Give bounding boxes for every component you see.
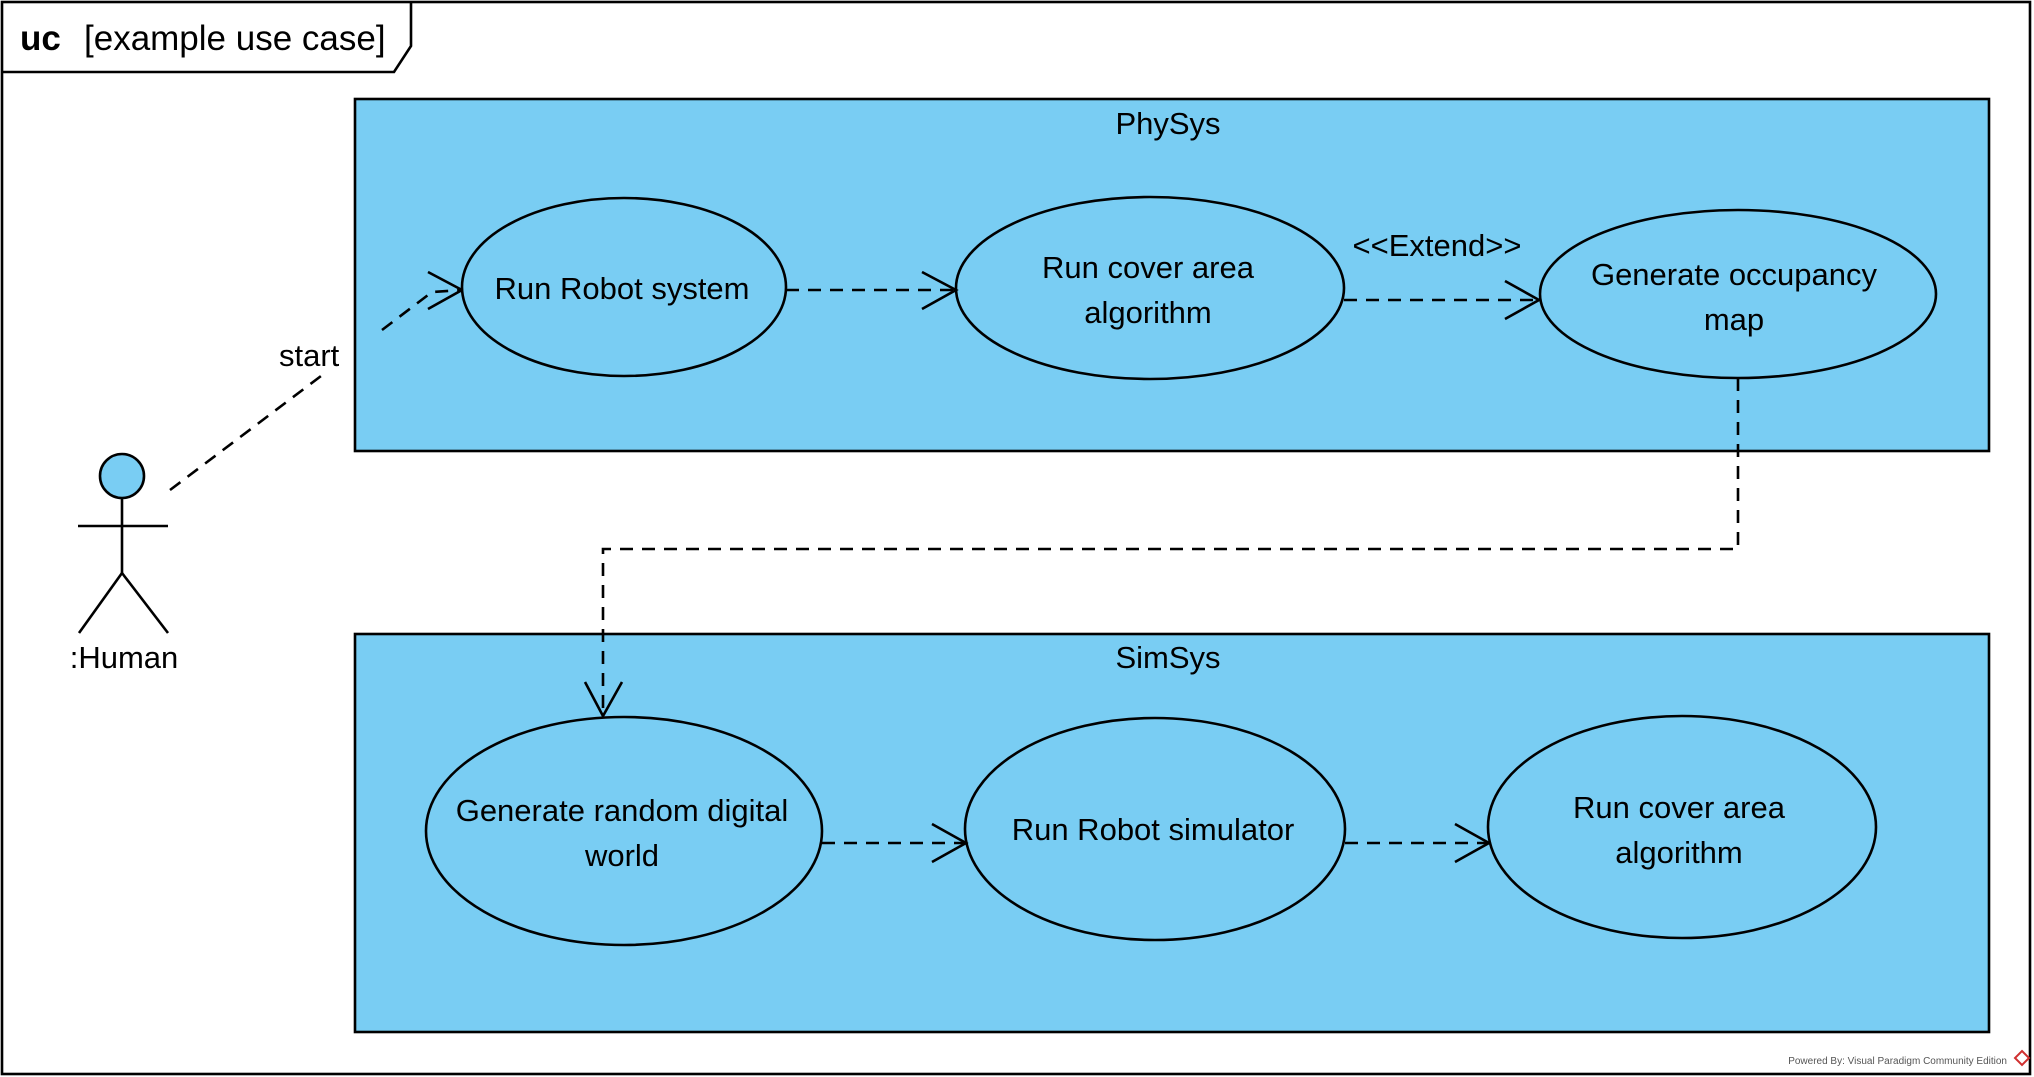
use-case-label-line2: algorithm — [1615, 835, 1743, 870]
use-case-label-line1: Generate occupancy — [1591, 257, 1878, 292]
use-case-label-line1: Generate random digital — [456, 793, 789, 828]
use-case-label: Run Robot system — [495, 271, 750, 306]
use-case-run-robot-simulator: Run Robot simulator — [963, 716, 1347, 942]
use-case-label-line2: world — [584, 838, 659, 873]
use-case-ellipse — [460, 196, 788, 378]
use-case-generate-occupancy-map: Generate occupancy map — [1538, 208, 1938, 380]
use-case-ellipse — [1538, 208, 1938, 380]
frame-title-tab — [2, 2, 413, 74]
use-case-label-line2: algorithm — [1084, 295, 1212, 330]
use-case-label: Run Robot simulator — [1012, 812, 1295, 847]
use-case-generate-random-world: Generate random digital world — [424, 715, 824, 947]
frame-keyword: uc — [20, 19, 61, 58]
use-case-run-cover-area-bottom: Run cover area algorithm — [1486, 714, 1878, 940]
actor-human — [77, 452, 170, 634]
extend-label: <<Extend>> — [1353, 228, 1522, 263]
use-case-run-cover-area-top: Run cover area algorithm — [954, 195, 1346, 381]
dependency-world-to-simulator-arrowhead — [931, 822, 969, 864]
system-simsys-label: SimSys — [1115, 640, 1220, 675]
use-case-label-line1: Run cover area — [1573, 790, 1786, 825]
dependency-simulator-to-cover-arrowhead — [1454, 822, 1492, 864]
system-physys-label: PhySys — [1115, 106, 1220, 141]
start-label: start — [279, 338, 340, 373]
extend-arrowhead — [1504, 279, 1542, 321]
dependency-occupancy-to-world — [601, 378, 1740, 716]
dependency-occupancy-to-world-arrowhead — [583, 681, 624, 719]
use-case-ellipse — [1486, 714, 1878, 940]
use-case-ellipse — [954, 195, 1346, 381]
actor-name: :Human — [70, 640, 179, 675]
actor-left-leg — [77, 572, 124, 634]
actor-head — [98, 452, 146, 500]
frame-name: [example use case] — [84, 19, 386, 58]
use-case-ellipse — [424, 715, 824, 947]
start-association — [169, 371, 326, 492]
dependency-robot-to-cover-arrowhead — [921, 270, 959, 311]
use-case-run-robot-system: Run Robot system — [460, 196, 788, 378]
credit-logo-icon — [2013, 1049, 2031, 1067]
use-case-label-line1: Run cover area — [1042, 250, 1255, 285]
use-case-label-line2: map — [1704, 302, 1764, 337]
use-case-ellipse — [963, 716, 1347, 942]
actor-right-leg — [120, 572, 170, 634]
credit-text: Powered By: Visual Paradigm Community Ed… — [1788, 1056, 2007, 1067]
